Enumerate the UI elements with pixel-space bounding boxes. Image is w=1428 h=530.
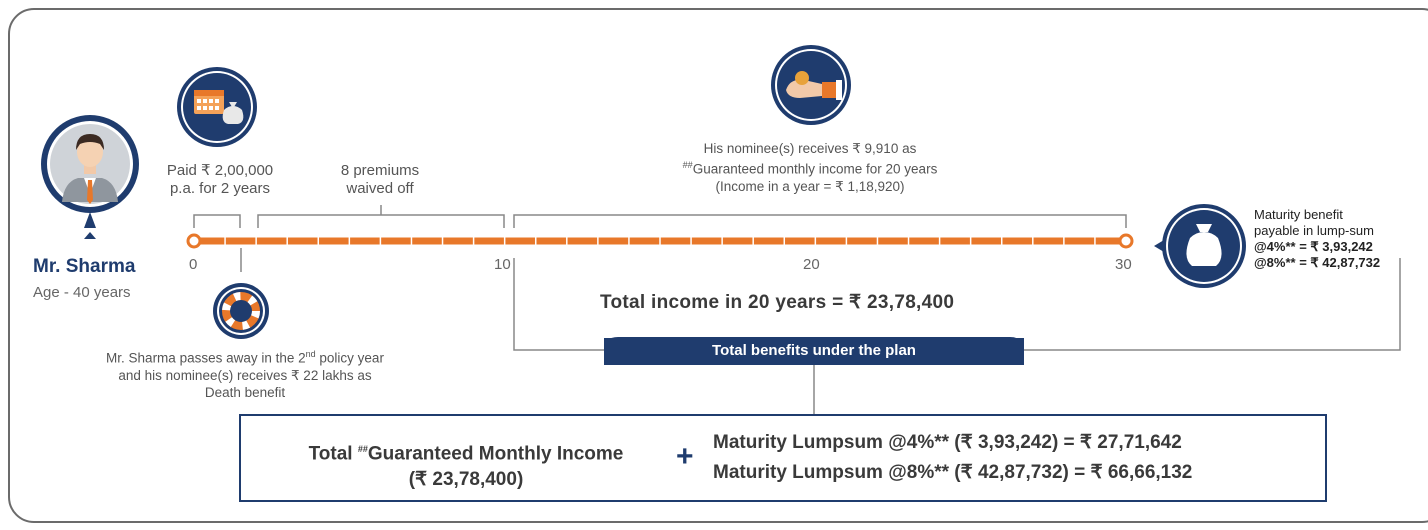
money-bag-icon xyxy=(1152,198,1248,294)
hand-receiving-coin-icon xyxy=(770,44,852,126)
summary-left: Total ##Guaranteed Monthly Income (₹ 23,… xyxy=(261,436,671,493)
summary-right: Maturity Lumpsum @4%** (₹ 3,93,242) = ₹ … xyxy=(713,428,1192,488)
paid-line2: p.a. for 2 years xyxy=(169,180,271,197)
death-label: Mr. Sharma passes away in the 2nd policy… xyxy=(70,346,420,401)
tick-label-10: 10 xyxy=(494,256,511,273)
benefits-banner: Total benefits under the plan xyxy=(604,337,1024,365)
waived-bracket xyxy=(257,214,505,228)
waived-label: 8 premiums waived off xyxy=(310,162,450,198)
nominee-line2-sup: ## xyxy=(682,160,693,170)
tick-label-0: 0 xyxy=(189,256,198,273)
maturity-label: Maturity benefit payable in lump-sum @4%… xyxy=(1254,207,1424,271)
income-bracket xyxy=(513,214,1127,228)
nominee-line2: ##Guaranteed monthly income for 20 years xyxy=(620,157,1000,178)
benefits-bracket-left xyxy=(513,258,610,351)
diagram-frame xyxy=(8,8,1428,523)
tick-label-30: 30 xyxy=(1115,256,1132,273)
benefits-bracket-right xyxy=(1018,258,1401,351)
summary-box: Total ##Guaranteed Monthly Income (₹ 23,… xyxy=(239,414,1327,502)
maturity-line1: Maturity benefit xyxy=(1254,207,1343,222)
timeline-end-dot xyxy=(1118,233,1134,249)
calendar-moneybag-icon xyxy=(176,66,258,148)
tick-label-20: 20 xyxy=(803,256,820,273)
plus-sign: + xyxy=(676,440,694,473)
summary-left-line1: Total ##Guaranteed Monthly Income xyxy=(308,443,624,465)
summary-left-line2: (₹ 23,78,400) xyxy=(408,469,524,491)
maturity-line4: @8%** = ₹ 42,87,732 xyxy=(1254,255,1381,270)
nominee-income-label: His nominee(s) receives ₹ 9,910 as ##Gua… xyxy=(620,140,1000,195)
lifebuoy-icon xyxy=(212,282,270,340)
summary-right-line2: Maturity Lumpsum @8%** (₹ 42,87,732) = ₹… xyxy=(713,462,1193,483)
total-income-label: Total income in 20 years = ₹ 23,78,400 xyxy=(600,292,955,313)
paid-label: Paid ₹ 2,00,000 p.a. for 2 years xyxy=(150,162,290,198)
waived-line1: 8 premiums xyxy=(340,162,420,179)
death-line2: and his nominee(s) receives ₹ 22 lakhs a… xyxy=(118,367,372,383)
paid-bracket xyxy=(193,214,241,228)
person-name: Mr. Sharma xyxy=(33,256,136,277)
death-line1: Mr. Sharma passes away in the 2nd policy… xyxy=(106,349,384,366)
nominee-line3: (Income in a year = ₹ 1,18,920) xyxy=(715,178,905,194)
banner-text: Total benefits under the plan xyxy=(604,338,1024,364)
person-age: Age - 40 years xyxy=(33,284,131,301)
nominee-line1: His nominee(s) receives ₹ 9,910 as xyxy=(703,141,917,156)
timeline-start-dot xyxy=(186,233,202,249)
death-line3: Death benefit xyxy=(204,384,286,400)
nominee-line2-text: Guaranteed monthly income for 20 years xyxy=(692,161,938,177)
triangle-marker-icon xyxy=(84,232,96,239)
waived-line2: waived off xyxy=(346,180,414,197)
person-avatar-icon xyxy=(34,108,146,234)
paid-line1: Paid ₹ 2,00,000 xyxy=(166,162,274,179)
maturity-line2: payable in lump-sum xyxy=(1254,223,1374,238)
summary-right-line1: Maturity Lumpsum @4%** (₹ 3,93,242) = ₹ … xyxy=(713,432,1182,453)
maturity-line3: @4%** = ₹ 3,93,242 xyxy=(1254,239,1373,254)
